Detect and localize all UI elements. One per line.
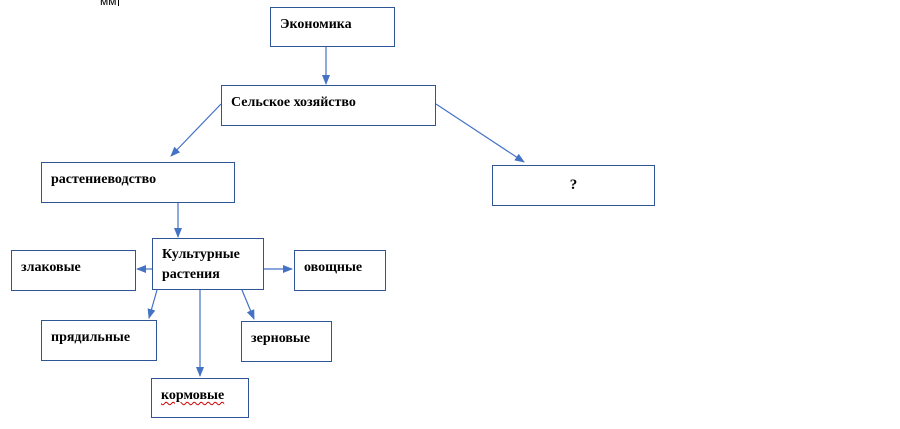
node-crop-production: растениеводство bbox=[41, 162, 235, 203]
node-economy-label: Экономика bbox=[280, 17, 352, 32]
node-fiber-label: прядильные bbox=[51, 330, 131, 345]
node-grain: зерновые bbox=[241, 321, 332, 362]
node-cultivated-plants: Культурные растения bbox=[152, 238, 264, 290]
node-agriculture: Сельское хозяйство bbox=[221, 85, 436, 126]
arrow-agriculture-to-crop-production bbox=[170, 103, 222, 157]
node-fodder: кормовые bbox=[151, 378, 249, 418]
text-fragment: мм bbox=[100, 0, 119, 8]
node-grain-label: зерновые bbox=[251, 331, 311, 346]
arrow-agriculture-to-unknown bbox=[435, 103, 525, 163]
arrow-cultivated-to-grain bbox=[241, 289, 255, 320]
node-vegetables: овощные bbox=[294, 250, 386, 291]
node-fiber: прядильные bbox=[41, 320, 157, 361]
node-unknown: ? bbox=[492, 165, 655, 206]
text-cursor bbox=[117, 0, 119, 6]
node-economy: Экономика bbox=[270, 7, 395, 47]
node-agriculture-label: Сельское хозяйство bbox=[231, 95, 356, 110]
arrow-cultivated-to-fiber bbox=[147, 289, 158, 319]
text-fragment-label: мм bbox=[100, 0, 117, 8]
node-fodder-label: кормовые bbox=[161, 388, 225, 403]
node-crop-production-label: растениеводство bbox=[51, 172, 157, 187]
node-unknown-label: ? bbox=[569, 177, 578, 193]
node-cultivated-plants-label: Культурные растения bbox=[162, 247, 240, 282]
node-cereals: злаковые bbox=[11, 250, 136, 291]
node-cereals-label: злаковые bbox=[21, 260, 81, 275]
node-vegetables-label: овощные bbox=[304, 260, 363, 275]
